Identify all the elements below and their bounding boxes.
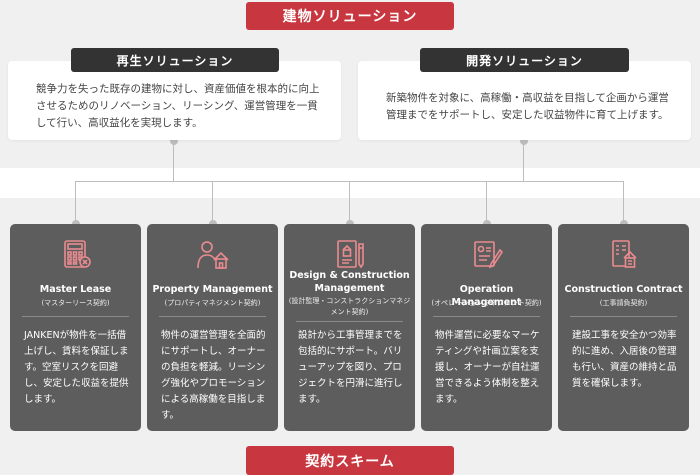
card-title: Property Management <box>152 284 273 295</box>
card-divider <box>296 321 403 322</box>
development-solution-text: 新築物件を対象に、高稼働・高収益を目指して企画から運営管理までをサポートし、安定… <box>386 92 669 121</box>
connector-dot <box>170 137 178 145</box>
connector-card-5 <box>623 181 624 224</box>
connector-card-3 <box>349 181 350 224</box>
card-title: Operation Management <box>451 284 522 308</box>
header-title: 建物ソリューション <box>246 2 454 30</box>
card-description: 設計から工事管理までを包括的にサポート。バリューアップを図り、プロジェクトを円滑… <box>298 330 403 405</box>
card-operation-management: Operation Management (オペレーションマネジメント契約) 物… <box>421 224 552 431</box>
card-subtitle: (マスターリース契約) <box>41 299 110 307</box>
card-construction-contract: Construction Contract (工事請負契約) 建設工事を安全かつ… <box>558 224 689 431</box>
connector-card-4 <box>486 181 487 224</box>
person-house-icon <box>147 238 278 270</box>
blueprint-pencil-icon <box>284 238 415 270</box>
development-solution-label: 開発ソリューション <box>420 48 629 72</box>
connector-dot <box>520 137 528 145</box>
connector-right-vertical <box>523 140 524 182</box>
regeneration-solution-text: 競争力を失った既存の建物に対し、資産価値を根本的に向上させるためのリノベーション… <box>36 83 320 129</box>
calculator-icon <box>10 238 141 270</box>
development-solution-panel: 新築物件を対象に、高稼働・高収益を目指して企画から運営管理までをサポートし、安定… <box>358 61 691 140</box>
building-checklist-icon <box>558 238 689 270</box>
card-description: 物件運営に必要なマーケティングや計画立案を支援し、オーナーが自社運営できるよう体… <box>435 330 540 405</box>
card-title: Design & Construction Management <box>289 270 410 294</box>
footer-title: 契約スキーム <box>246 446 454 475</box>
card-title: Construction Contract <box>564 284 683 295</box>
card-subtitle: (工事請負契約) <box>599 299 648 307</box>
regeneration-solution-panel: 競争力を失った既存の建物に対し、資産価値を根本的に向上させるためのリノベーション… <box>8 61 341 140</box>
connector-left-vertical <box>173 140 174 182</box>
regeneration-solution-label: 再生ソリューション <box>71 48 279 72</box>
card-master-lease: Master Lease (マスターリース契約) JANKENが物件を一括借上げ… <box>10 224 141 431</box>
card-divider <box>159 316 266 317</box>
card-design-construction-management: Design & Construction Management (設計監理・コ… <box>284 224 415 431</box>
card-divider <box>433 316 540 317</box>
card-description: JANKENが物件を一括借上げし、賃料を保証します。空室リスクを回避し、安定した… <box>24 330 129 405</box>
card-title: Master Lease <box>39 284 112 295</box>
card-subtitle: (オペレーションマネジメント契約) <box>431 299 542 307</box>
card-subtitle: (プロパティマネジメント契約) <box>164 299 261 307</box>
connector-card-1 <box>75 181 76 224</box>
card-divider <box>570 316 677 317</box>
connector-card-2 <box>212 181 213 224</box>
document-pen-icon <box>421 238 552 270</box>
card-description: 物件の運営管理を全面的にサポートし、オーナーの負担を軽減。リーシング強化やプロモ… <box>161 330 266 421</box>
card-subtitle: (設計監理・コンストラクションマネジメント契約) <box>288 297 411 316</box>
card-description: 建設工事を安全かつ効率的に進め、入居後の管理も行い、資産の維持と品質を確保します… <box>572 330 677 389</box>
card-property-management: Property Management (プロパティマネジメント契約) 物件の運… <box>147 224 278 431</box>
card-divider <box>22 316 129 317</box>
